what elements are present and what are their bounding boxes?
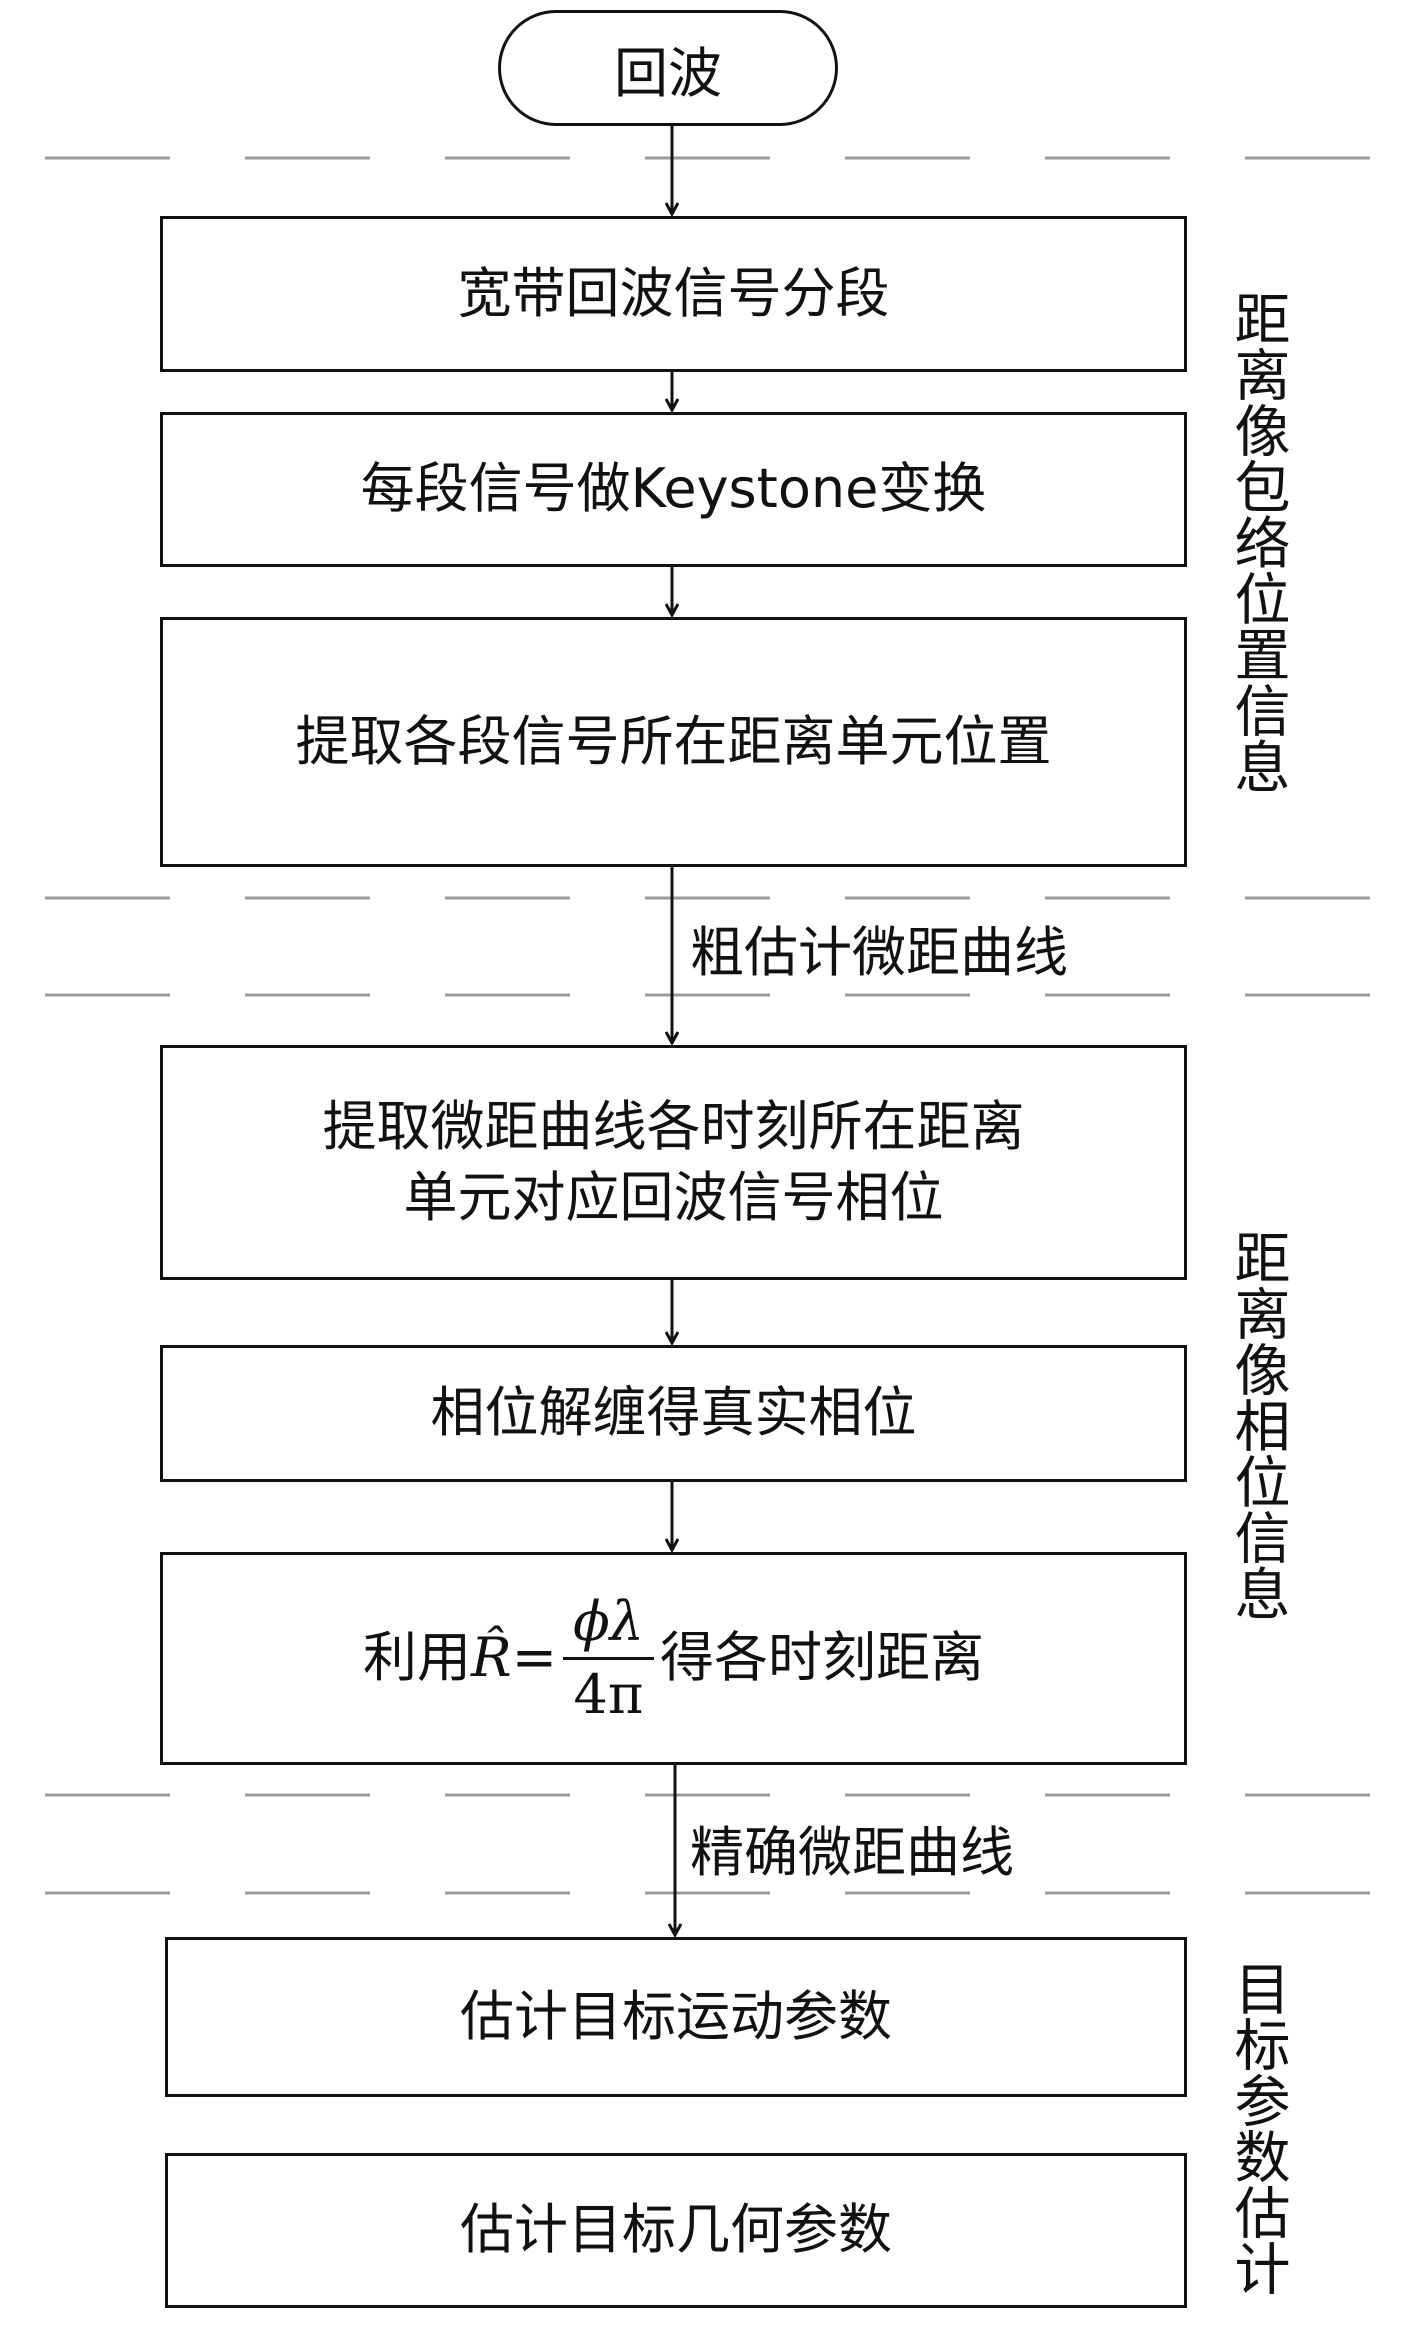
step-extract-phase-line1: 提取微距曲线各时刻所在距离 [322,1095,1025,1159]
formula-numerator: ϕλ [562,1587,654,1660]
step-keystone-label: 每段信号做Keystone变换 [360,457,987,521]
formula-equals: = [511,1626,557,1690]
edge-label-precise: 精确微距曲线 [690,1821,1014,1884]
side-label-target-params: 目标参数估计 [1225,1960,1290,2296]
arrows [672,126,675,1935]
edge-label-coarse: 粗估计微距曲线 [690,921,1068,984]
start-node: 回波 [498,10,838,126]
step-range-cell: 提取各段信号所在距离单元位置 [160,617,1187,867]
step-phase-unwrap-label: 相位解缠得真实相位 [430,1381,917,1445]
step-geometry-params-label: 估计目标几何参数 [460,2198,892,2262]
step-range-cell-label: 提取各段信号所在距离单元位置 [295,709,1052,773]
step-motion-params: 估计目标运动参数 [165,1937,1187,2097]
formula-prefix: 利用 [363,1626,472,1690]
step-keystone: 每段信号做Keystone变换 [160,412,1187,567]
step-segment-echo: 宽带回波信号分段 [160,216,1187,372]
step-motion-params-label: 估计目标运动参数 [460,1984,892,2048]
dashed-separators [45,156,1380,1895]
formula-rhat: R̂ [471,1626,512,1690]
start-label: 回波 [614,41,722,105]
formula-denominator: 4π [573,1663,644,1726]
step-geometry-params: 估计目标几何参数 [165,2153,1187,2308]
step-segment-echo-label: 宽带回波信号分段 [457,261,890,325]
step-range-formula: 利用 R̂ = ϕλ 4π 得各时刻距离 [160,1552,1187,1765]
side-label-phase: 距离像相位信息 [1225,1229,1290,1621]
step-phase-unwrap: 相位解缠得真实相位 [160,1345,1187,1482]
formula-fraction: ϕλ 4π [562,1587,654,1730]
side-label-envelope: 距离像包络位置信息 [1225,290,1290,794]
step-extract-phase-line2: 单元对应回波信号相位 [403,1165,944,1229]
formula-suffix: 得各时刻距离 [659,1626,984,1690]
step-extract-phase: 提取微距曲线各时刻所在距离 单元对应回波信号相位 [160,1045,1187,1280]
